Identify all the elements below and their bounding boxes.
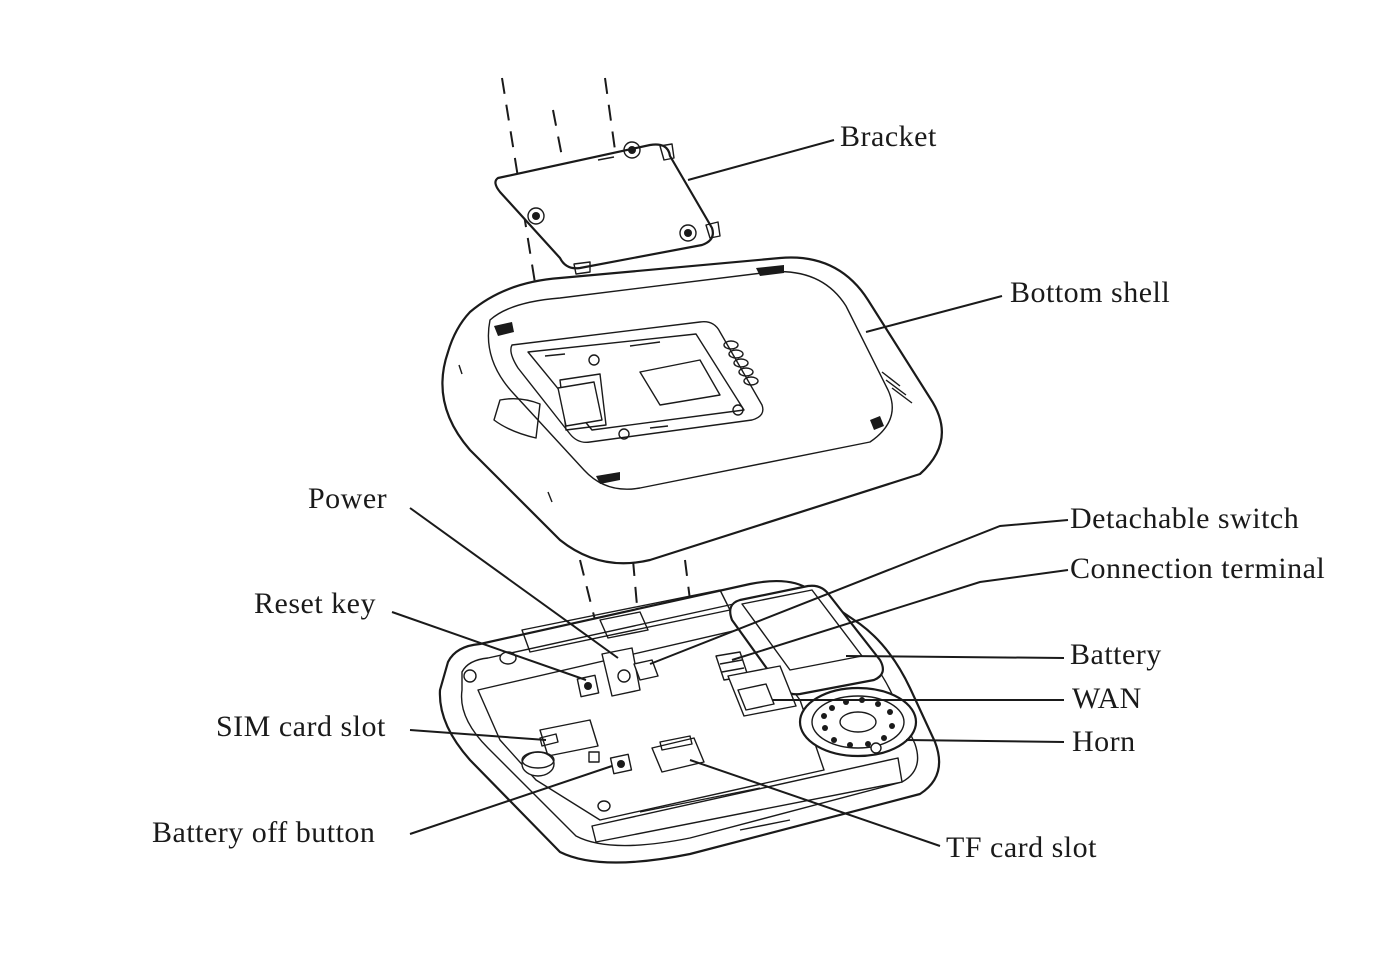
label-connection-terminal: Connection terminal xyxy=(1070,552,1325,585)
leader-connection-terminal xyxy=(731,569,1069,661)
leader-horn xyxy=(905,739,1065,743)
label-battery-off-button: Battery off button xyxy=(152,816,375,849)
leader-bottom-shell xyxy=(865,295,1003,333)
leader-detachable-switch xyxy=(649,519,1069,665)
leader-power xyxy=(409,507,619,659)
leader-battery xyxy=(845,655,1065,659)
leader-sim-card-slot xyxy=(409,729,547,741)
leader-bracket xyxy=(687,139,835,181)
label-wan: WAN xyxy=(1072,682,1142,715)
bracket-part xyxy=(494,141,721,275)
label-detachable-switch: Detachable switch xyxy=(1070,502,1299,535)
label-power: Power xyxy=(308,482,387,515)
label-tf-card-slot: TF card slot xyxy=(946,831,1097,864)
leader-tf-card-slot xyxy=(689,759,941,847)
label-sim-card-slot: SIM card slot xyxy=(216,710,386,743)
label-bottom-shell: Bottom shell xyxy=(1010,276,1170,309)
label-horn: Horn xyxy=(1072,725,1136,758)
leader-reset-key xyxy=(391,611,587,681)
leader-battery-off-button xyxy=(409,765,613,835)
labels: Bracket Bottom shell Power Detachable sw… xyxy=(152,120,1325,864)
label-bracket: Bracket xyxy=(840,120,937,153)
bottom-shell-part xyxy=(441,256,943,565)
main-board-base xyxy=(438,579,941,864)
label-battery: Battery xyxy=(1070,638,1162,671)
leader-lines xyxy=(391,139,1069,847)
label-reset-key: Reset key xyxy=(254,587,376,620)
